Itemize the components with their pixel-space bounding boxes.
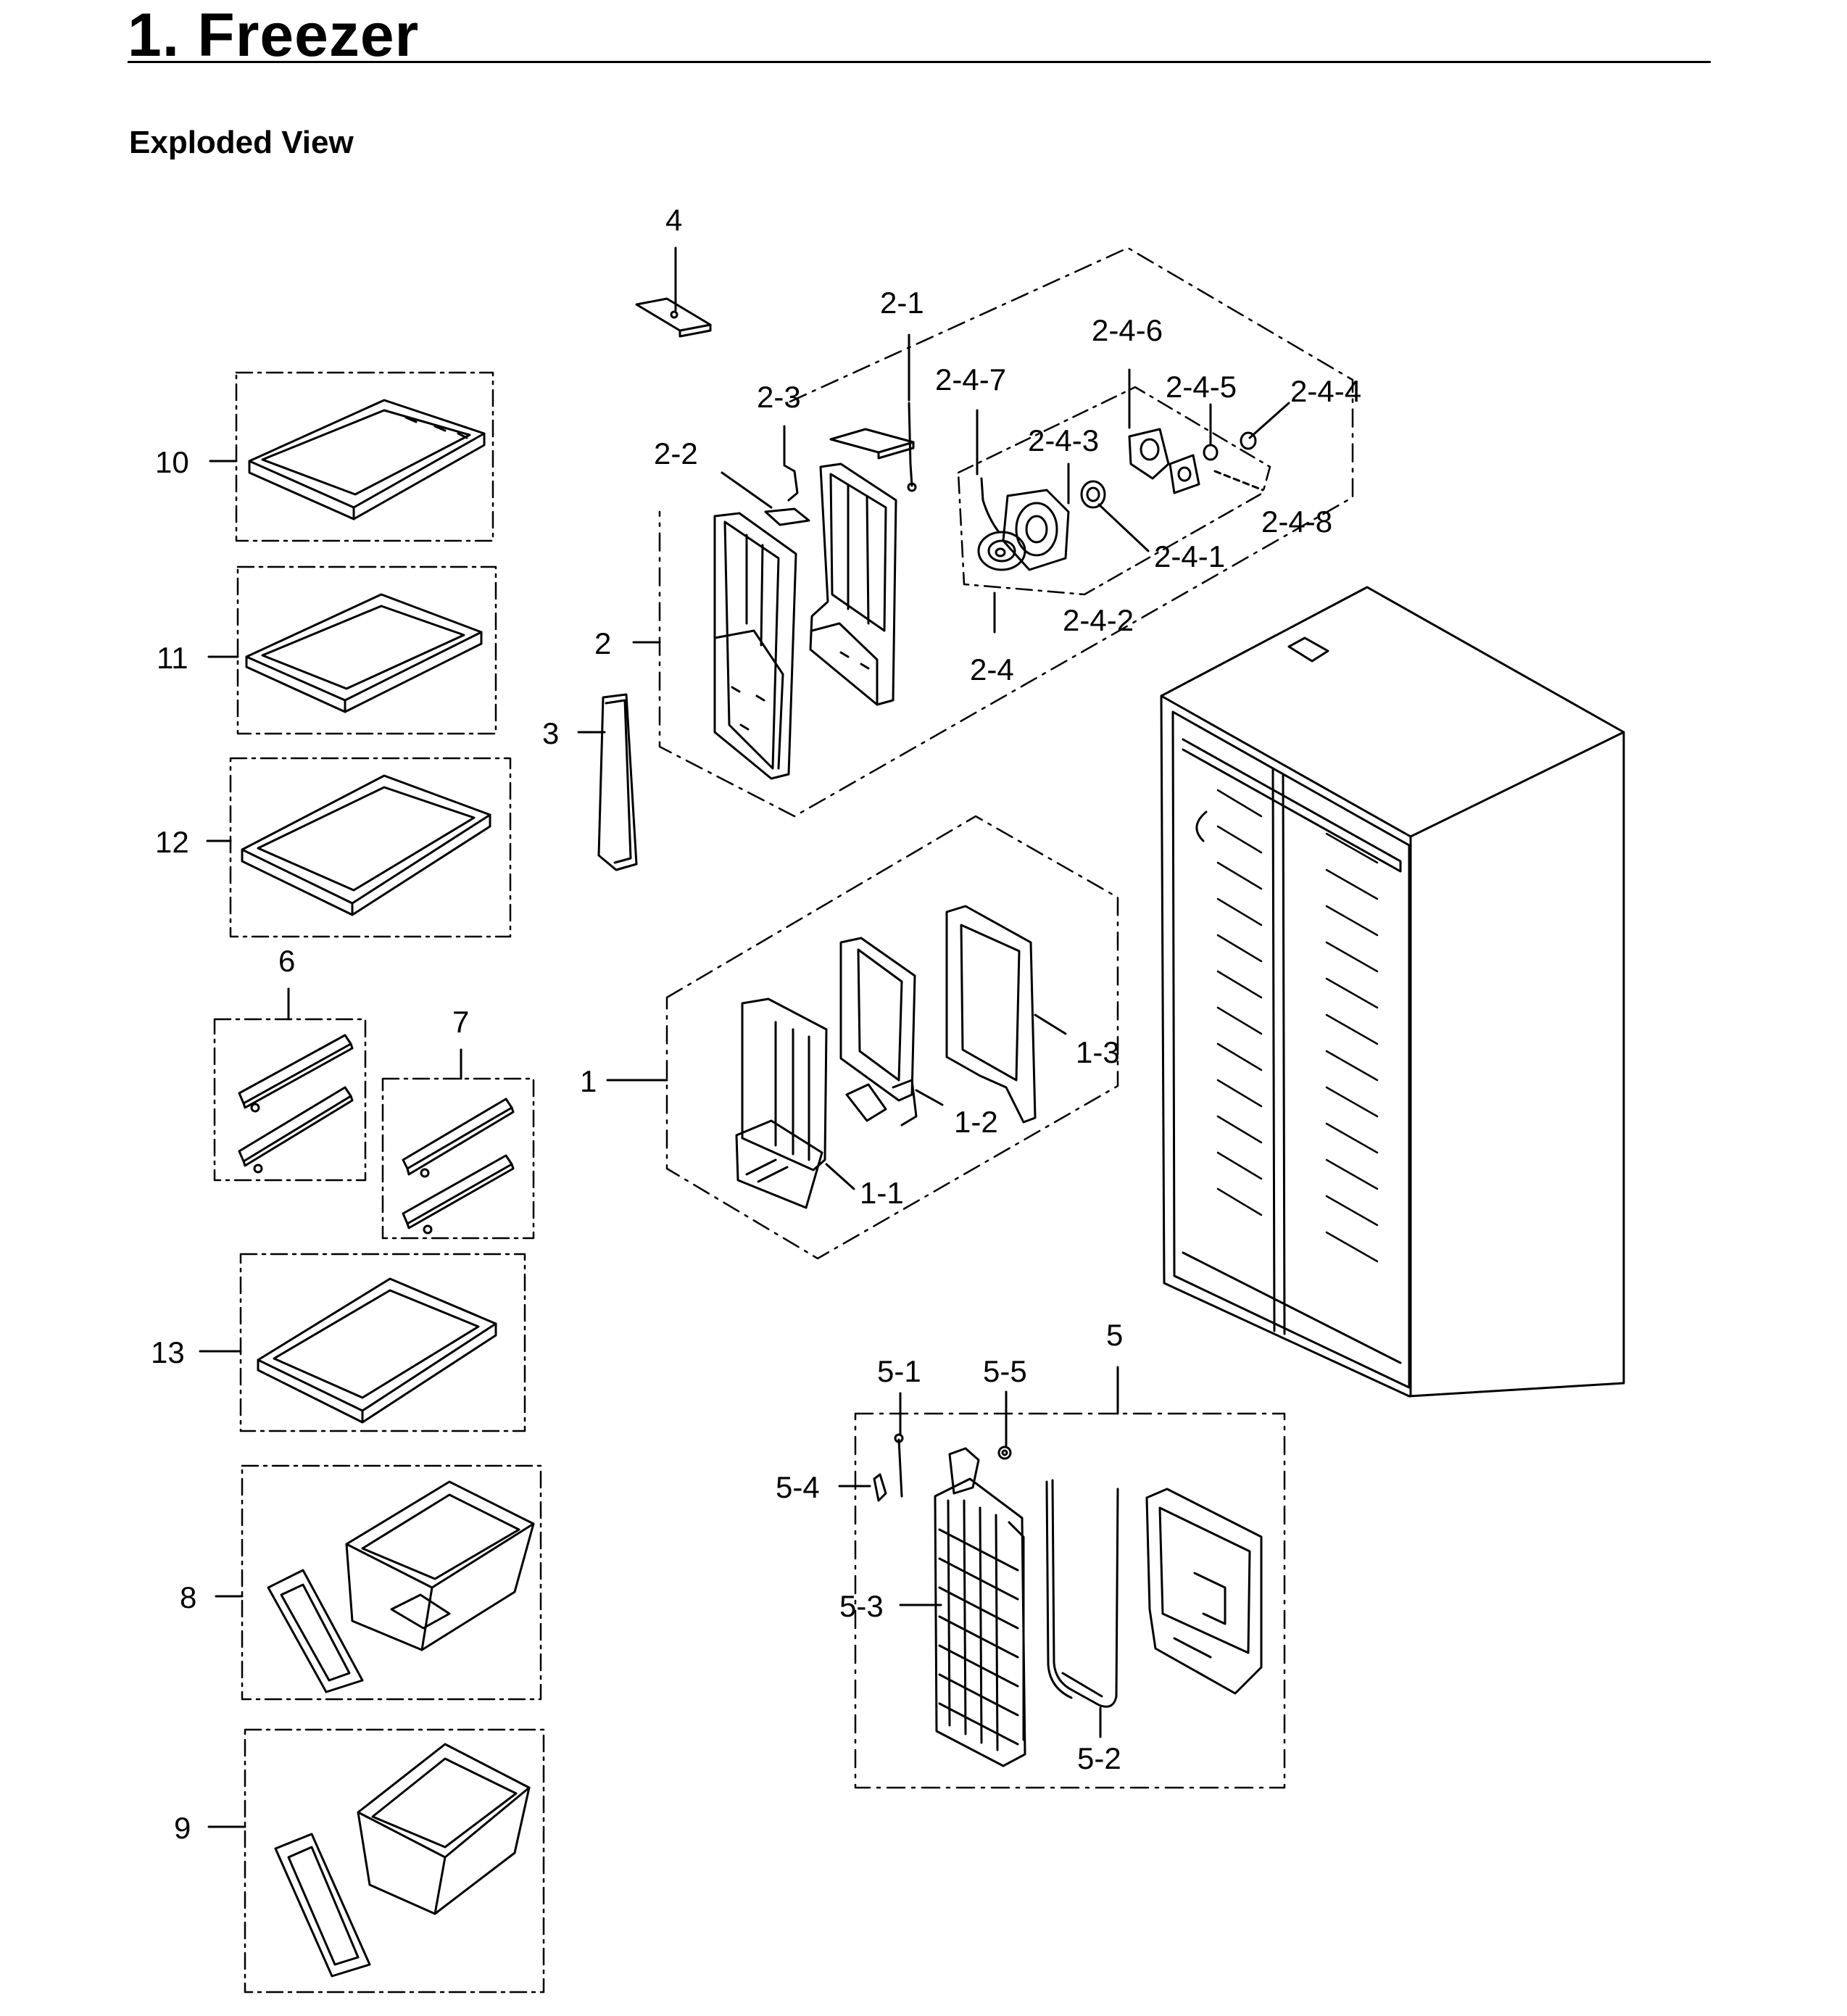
shelf-11-group: 11: [157, 565, 497, 735]
glass-shelf-icon: [245, 593, 483, 713]
part-5-group: 5 5-1 5-5 5-4 5-3 5-2: [776, 1318, 1286, 1789]
label-2-4-1: 2-4-1: [1154, 539, 1225, 573]
label-3: 3: [542, 716, 559, 750]
leader-2-2: [721, 471, 773, 509]
shelf-rail-icon: [238, 1034, 354, 1174]
label-2-4-5: 2-4-5: [1166, 370, 1237, 404]
defrost-heater-icon: [1045, 1479, 1119, 1708]
label-2-4-4: 2-4-4: [1290, 374, 1361, 408]
part-4-group: 4: [635, 203, 712, 338]
label-2: 2: [594, 626, 611, 660]
drawer-bin-icon: [274, 1743, 531, 1978]
label-7: 7: [452, 1005, 469, 1039]
label-2-3: 2-3: [757, 380, 801, 414]
shelf-10-group: 10: [155, 371, 494, 542]
part-3-group: 3: [542, 693, 638, 871]
label-2-4-7: 2-4-7: [935, 362, 1006, 397]
duct-cover-small-icon: [764, 507, 810, 526]
shelf-10-box: [235, 371, 494, 542]
label-5: 5: [1106, 1318, 1123, 1352]
label-6: 6: [278, 944, 295, 978]
title-underline: [128, 61, 1711, 63]
shelf-11-box: [236, 565, 497, 735]
leader-1-1: [825, 1163, 855, 1190]
leader-2-4-1: [1097, 503, 1150, 552]
refrigerator-cabinet-icon: [1160, 586, 1625, 1398]
air-duct-icon: [839, 937, 918, 1127]
assembly-2-4-outline: [957, 386, 1271, 596]
evaporator-cover-icon: [1145, 1488, 1263, 1695]
leader-1-2: [915, 1089, 944, 1106]
label-13: 13: [151, 1335, 185, 1369]
label-10: 10: [155, 445, 189, 479]
rails-6-group: 6: [213, 944, 367, 1182]
duct-top-plate-icon: [829, 428, 915, 460]
label-2-1: 2-1: [880, 286, 924, 320]
assembly-1-outline: [665, 815, 1119, 1260]
rails-7-group: 7: [381, 1005, 535, 1240]
label-2-4-6: 2-4-6: [1092, 313, 1163, 347]
air-duct-icon: [809, 462, 897, 706]
bin-8-group: 8: [180, 1464, 542, 1701]
leader-2-4-4: [1248, 402, 1290, 439]
label-5-4: 5-4: [776, 1470, 820, 1504]
label-2-4-3: 2-4-3: [1028, 423, 1099, 457]
label-1-2: 1-2: [954, 1105, 998, 1139]
sensor-wire-icon: [908, 402, 913, 487]
part-1-group: 1 1-1 1-2 1-3: [580, 815, 1120, 1260]
label-8: 8: [180, 1580, 196, 1614]
clip-icon: [783, 464, 799, 502]
evaporator-coil-icon: [934, 1445, 1026, 1767]
label-1-3: 1-3: [1076, 1035, 1120, 1069]
bin-9-group: 9: [174, 1728, 545, 1994]
glass-shelf-icon: [257, 1277, 497, 1424]
assembly-5-box: [854, 1412, 1286, 1789]
shelf-13-group: 13: [151, 1253, 526, 1432]
fan-motor-icon: [977, 477, 1070, 571]
label-5-2: 5-2: [1077, 1741, 1121, 1775]
label-2-4: 2-4: [970, 652, 1014, 686]
label-1-1: 1-1: [860, 1176, 904, 1210]
part-2-group: 2 2-1 2-2 2-3 2-4 2-4-1 2-4-2 2-4-3 2-4-…: [594, 246, 1361, 818]
label-12: 12: [155, 825, 189, 859]
air-duct-icon: [735, 997, 828, 1209]
label-2-2: 2-2: [654, 436, 698, 470]
glass-shelf-icon: [241, 774, 491, 916]
sensor-icon: [873, 1433, 904, 1502]
bin-9-box: [244, 1728, 545, 1994]
assembly-2-outline: [658, 246, 1354, 818]
section-subtitle: Exploded View: [129, 125, 354, 160]
drawer-bin-icon: [267, 1480, 535, 1693]
glass-shelf-icon: [248, 399, 486, 520]
shelf-13-box: [239, 1253, 526, 1432]
shelf-12-box: [229, 757, 512, 938]
motor-bracket-icon: [1080, 428, 1257, 509]
label-2-4-2: 2-4-2: [1063, 603, 1134, 637]
leader-2-4-8: [1213, 470, 1264, 491]
air-duct-icon: [713, 512, 797, 780]
leader-1-3: [1034, 1013, 1067, 1035]
label-11: 11: [157, 641, 188, 675]
label-9: 9: [174, 1811, 191, 1845]
label-1: 1: [580, 1064, 597, 1098]
rails-7-box: [381, 1077, 535, 1240]
shelf-12-group: 12: [155, 757, 512, 938]
page-title: 1. Freezer: [128, 1, 420, 69]
cabinet-liner-ribs: [1216, 789, 1379, 1263]
air-duct-icon: [945, 905, 1037, 1124]
shelf-rail-icon: [402, 1098, 515, 1235]
cover-plate-icon: [635, 297, 712, 338]
label-5-1: 5-1: [877, 1354, 921, 1388]
rails-6-box: [213, 1018, 367, 1182]
label-5-5: 5-5: [983, 1354, 1027, 1388]
label-5-3: 5-3: [839, 1589, 884, 1623]
side-panel-icon: [597, 693, 638, 871]
label-2-4-8: 2-4-8: [1261, 505, 1332, 539]
label-4: 4: [665, 203, 682, 237]
bin-8-box: [241, 1464, 542, 1701]
